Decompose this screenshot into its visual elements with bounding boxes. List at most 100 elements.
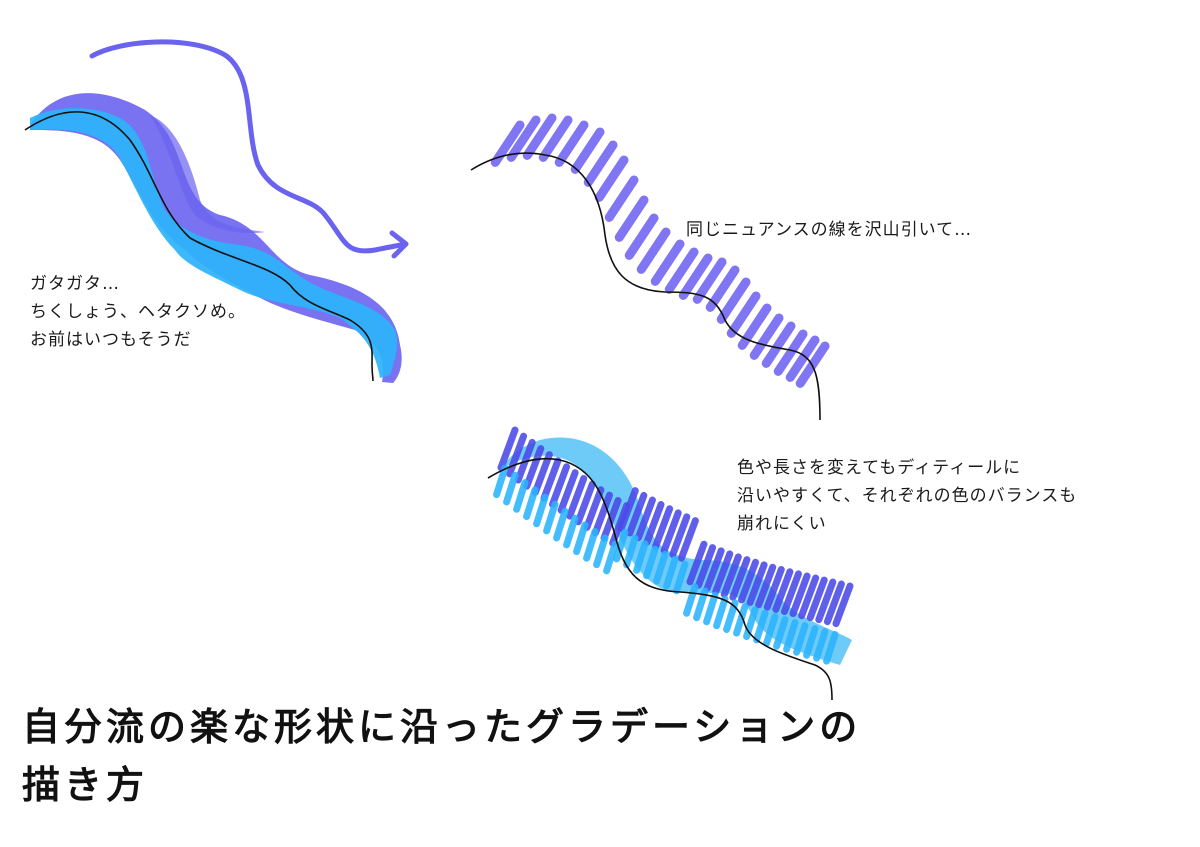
hatch-stroke (763, 612, 779, 647)
hatch-stroke (705, 265, 740, 312)
hatch-stroke (573, 521, 589, 556)
hatch-stroke (703, 547, 725, 592)
hatch-stroke (783, 619, 799, 653)
hatch-stroke (613, 528, 629, 563)
hatch-stroke (806, 576, 828, 622)
hatch-stroke (497, 426, 519, 472)
hatch-stroke (716, 277, 751, 324)
hatch-stroke (617, 487, 639, 532)
hatch-stroke (663, 555, 679, 590)
hatch-stroke (643, 545, 659, 580)
title-line: 描き方 (22, 763, 149, 807)
hatch-stroke (506, 115, 541, 162)
hatch-stroke (574, 480, 596, 526)
hatch-stroke (664, 247, 699, 294)
hatch-stroke (600, 496, 622, 542)
hatch-stroke (490, 120, 525, 167)
hatch-stroke (533, 493, 549, 528)
hatch-stroke (513, 479, 529, 513)
hatch-stroke (660, 509, 682, 555)
hatch-stroke (549, 463, 571, 508)
caption-line: 同じニュアンスの線を沢山引いて… (686, 220, 973, 240)
hatch-stroke (593, 534, 609, 569)
hatch-stroke (554, 120, 589, 167)
page-title: 自分流の楽な形状に沿ったグラデーションの 描き方 (22, 698, 861, 814)
hatch-stroke (652, 505, 674, 550)
hatch-stroke (692, 257, 727, 304)
hatch-stroke (743, 606, 759, 641)
hatch-stroke (755, 563, 777, 609)
hatch-stroke (553, 507, 569, 542)
hatch-stroke (594, 155, 629, 202)
hatch-stroke (832, 582, 854, 628)
hatch-stroke (686, 540, 708, 586)
guide-line-bottom-right (487, 457, 833, 701)
hatch-stroke (729, 556, 751, 601)
hatch-stroke (726, 291, 761, 338)
hatch-stroke (633, 540, 649, 574)
direction-arrow (89, 39, 409, 259)
hatch-stroke (789, 572, 811, 618)
hatch-stroke (650, 239, 685, 286)
hatch-stroke (761, 321, 796, 368)
hatch-stroke (720, 553, 742, 598)
hatch-stroke (772, 568, 794, 613)
hatch-stroke (604, 175, 639, 222)
hatch-stroke (566, 474, 588, 520)
hatch-strokes (490, 113, 830, 388)
caption-rough-stroke: ガタガタ… ちくしょう、ヘタクソめ。 お前はいつもそうだ (30, 270, 246, 354)
guide-line-left (24, 111, 374, 382)
hatch-stroke (753, 609, 769, 644)
hatch-stroke (683, 583, 699, 617)
hatch-stroke (738, 558, 760, 604)
hatch-stroke (653, 550, 669, 585)
hatch-stroke (523, 445, 545, 490)
hatch-stroke (773, 616, 789, 650)
hatch-stroke (493, 464, 509, 499)
hatch-stroke (583, 528, 599, 562)
hatch-stroke (823, 580, 845, 626)
caption-line: 色や長さを変えてもディティールに (737, 458, 1022, 478)
caption-line: ちくしょう、ヘタクソめ。 (30, 302, 246, 322)
hatch-stroke (614, 195, 649, 242)
hatch-stroke (713, 595, 729, 630)
hatch-stroke (749, 313, 784, 360)
hatch-stroke (785, 335, 820, 382)
guide-line-top-right (470, 152, 821, 421)
hatch-stroke (763, 566, 785, 611)
hatch-stroke (723, 599, 739, 633)
hatch-stroke (677, 517, 699, 562)
hatch-stroke (815, 578, 837, 624)
caption-line: 崩れにくい (737, 514, 827, 534)
hatch-stroke (733, 602, 749, 637)
hatch-stroke (669, 513, 691, 558)
hatch-stroke (798, 574, 820, 620)
hatch-stroke (712, 550, 734, 596)
hatch-lines-example (470, 113, 830, 421)
hatch-stroke (803, 625, 819, 659)
hatch-stroke (531, 451, 553, 496)
caption-layered-gradient: 色や長さを変えてもディティールに 沿いやすくて、それぞれの色のバランスも 崩れに… (737, 454, 1077, 538)
rough-gradient-example (24, 39, 409, 383)
hatch-stroke (693, 587, 709, 622)
hatch-stroke (506, 432, 528, 478)
caption-hatch-lines: 同じニュアンスの線を沢山引いて… (686, 216, 972, 244)
hatch-stroke (623, 534, 639, 569)
cyan-inner-band (30, 108, 398, 378)
hatch-stroke (503, 471, 519, 506)
hatch-stroke (522, 113, 557, 160)
hatch-stroke (591, 491, 613, 537)
hatch-stroke (678, 253, 713, 300)
hatch-stroke (563, 514, 579, 549)
hatch-stroke (570, 127, 605, 174)
hatch-stroke (813, 628, 829, 662)
hatch-stroke (583, 486, 605, 531)
hatch-stroke (703, 591, 719, 626)
caption-line: お前はいつもそうだ (30, 330, 192, 350)
hatch-stroke (543, 500, 559, 535)
hatch-stroke (773, 329, 808, 376)
caption-line: 沿いやすくて、それぞれの色のバランスも (737, 486, 1078, 506)
hatch-stroke (523, 486, 539, 521)
hatch-stroke (634, 496, 656, 542)
